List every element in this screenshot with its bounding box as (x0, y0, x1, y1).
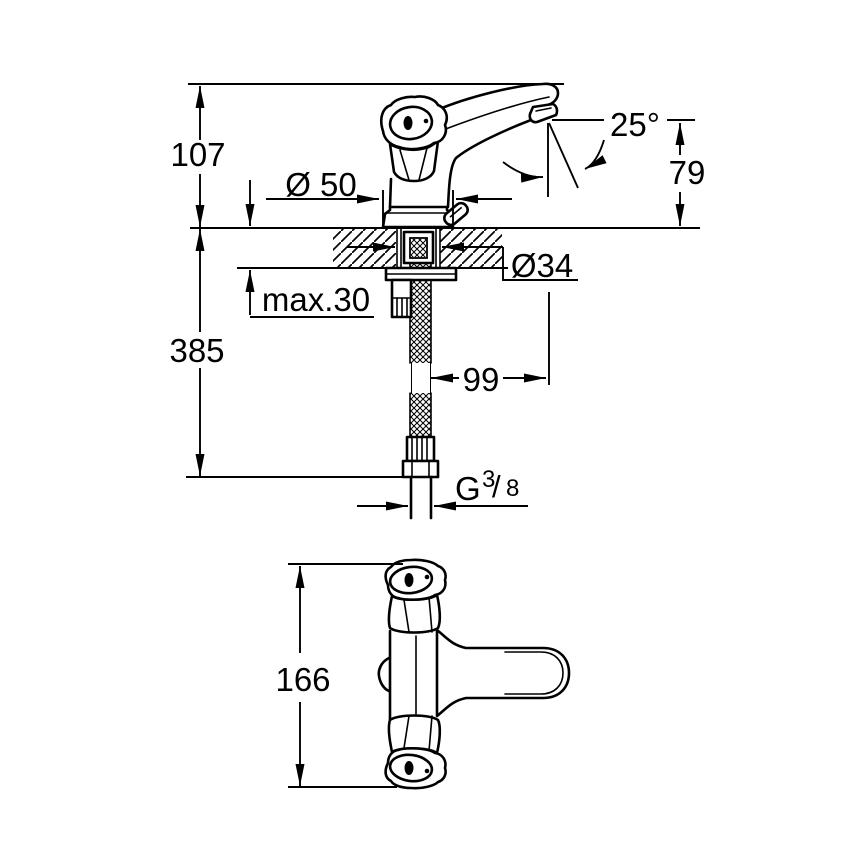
mounting-shank (384, 227, 458, 319)
thread-denominator: 8 (506, 475, 519, 502)
deck-hatch-left (333, 229, 396, 267)
body-left-edge (388, 177, 393, 209)
thread-numerator: 3 (482, 466, 495, 493)
dim-thread-g38: G 3 / 8 (357, 466, 528, 511)
dim-max30: max.30 (245, 180, 374, 318)
plan-handle-index-dot (404, 761, 414, 775)
side-view: 107 385 Ø 50 Ø34 max. (169, 82, 706, 520)
plan-handle-pin-dot (424, 574, 430, 580)
plan-handle-pin-dot (424, 768, 430, 774)
hose-braid-lower (410, 393, 431, 437)
plan-handle-top (384, 558, 447, 634)
dim-79-label: 79 (669, 154, 706, 191)
dim-dia34: Ø34 (347, 242, 578, 284)
dim-385: 385 (169, 229, 404, 478)
dim-99: 99 (431, 292, 550, 398)
dim-79: 79 (669, 123, 706, 226)
dim-99-label: 99 (463, 361, 500, 398)
deck-hatch-right (440, 229, 502, 267)
hose-crimp-sleeve (405, 435, 436, 463)
dim-107: 107 (170, 83, 564, 227)
dim-385-label: 385 (169, 332, 224, 369)
dim-dia50: Ø 50 (266, 166, 512, 226)
spout-face-line (442, 96, 550, 131)
plan-handle-bottom (384, 714, 447, 790)
dim-107-label: 107 (170, 136, 225, 173)
dim-dia34-label: Ø34 (511, 247, 573, 284)
spout-underside (446, 118, 533, 209)
dim-angle-25: 25° (502, 106, 695, 197)
dim-max30-label: max.30 (262, 281, 370, 318)
plan-view: 166 (275, 558, 571, 790)
thread-g: G (455, 470, 481, 507)
handle-pin-dot (423, 118, 429, 124)
base-flange (381, 205, 455, 229)
angle-slanted-line (548, 122, 579, 189)
dim-dia50-label: Ø 50 (285, 166, 357, 203)
plan-body (377, 628, 571, 724)
dim-angle-label: 25° (610, 106, 660, 143)
flexible-hose (401, 244, 440, 520)
dim-166-label: 166 (275, 661, 330, 698)
plan-handle-index-dot (404, 573, 414, 587)
thread-slash: / (492, 469, 501, 504)
angle-arc-right (584, 139, 607, 170)
plan-spout-inner-line (504, 651, 564, 695)
plan-side-bump (377, 656, 391, 693)
hose-union-nut (401, 459, 440, 479)
dim-166: 166 (275, 563, 403, 788)
angle-arc-left (502, 161, 544, 183)
handle-side (379, 95, 449, 183)
handle-index-dot (403, 116, 413, 130)
